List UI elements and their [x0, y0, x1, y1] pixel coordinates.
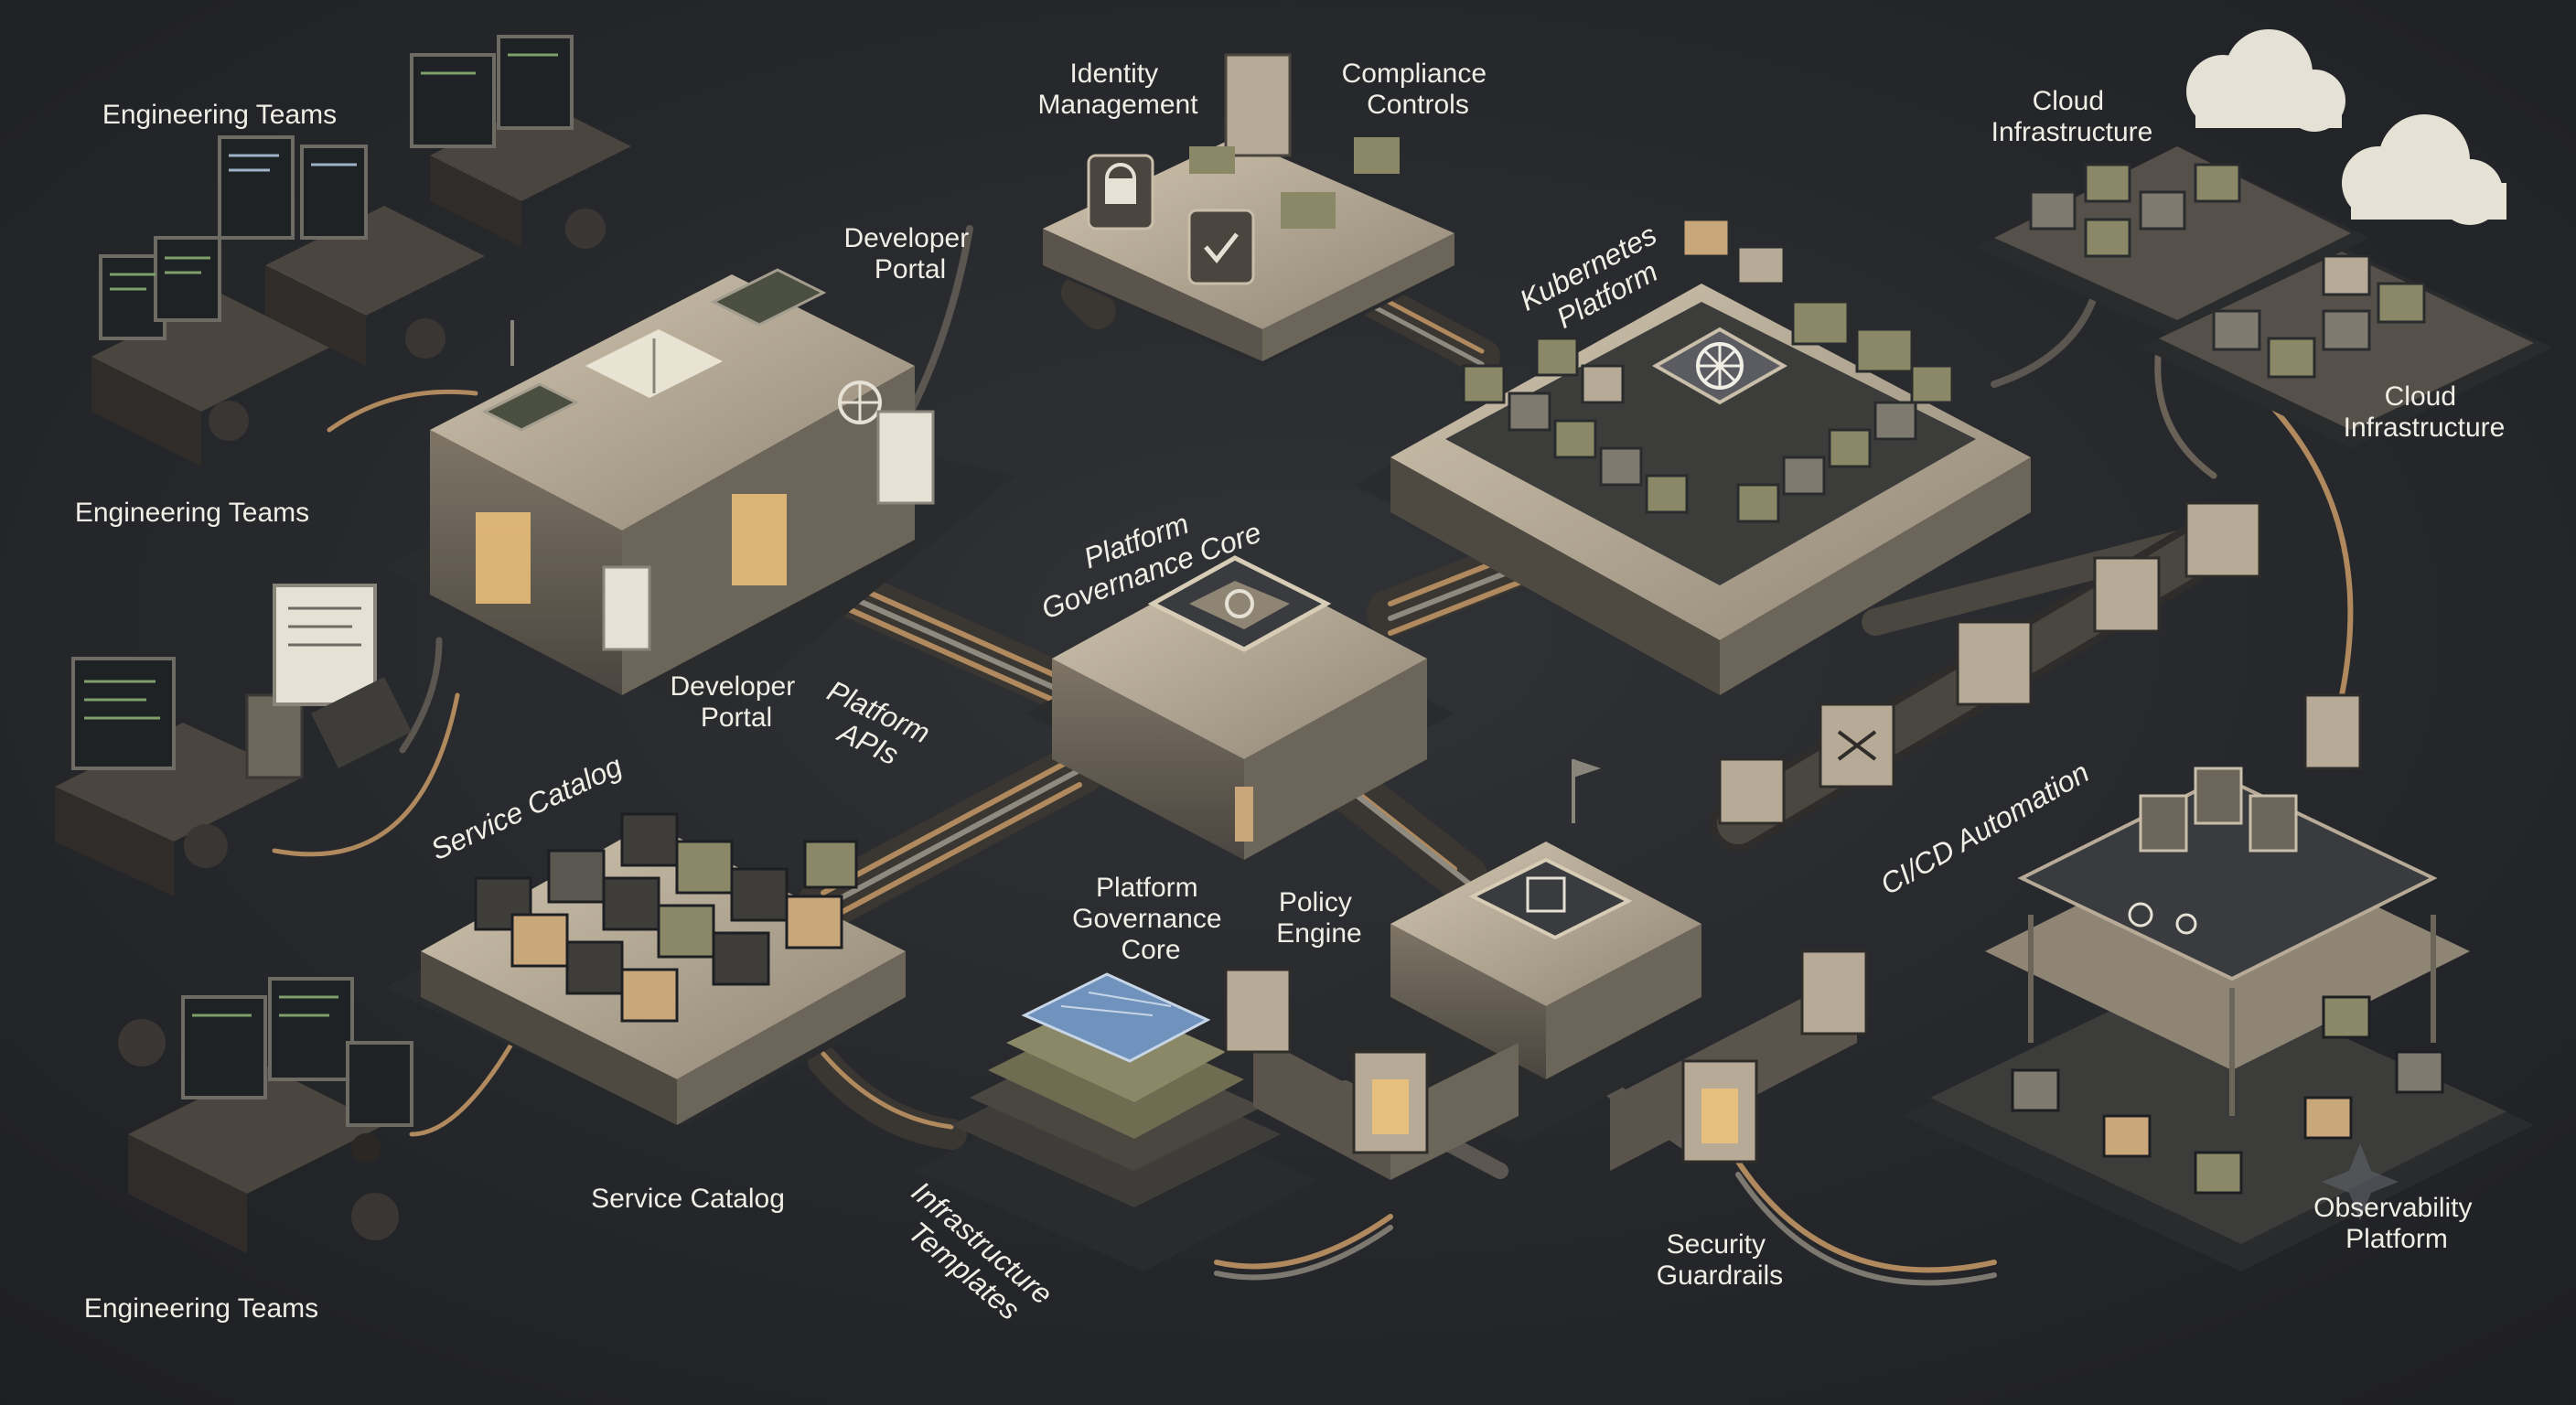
document-page	[878, 412, 933, 503]
pipeline-stage	[1958, 622, 2031, 704]
office-chair-icon	[209, 401, 249, 441]
office-chair-icon	[118, 1019, 166, 1067]
label-engineering-teams-bottom: Engineering Teams	[84, 1293, 318, 1324]
glowing-doorway	[476, 512, 531, 604]
monitor-screen	[2141, 796, 2186, 851]
office-chair-icon	[351, 1193, 399, 1240]
guard-tower	[1226, 970, 1290, 1052]
monitor-screen	[2250, 796, 2296, 851]
glowing-doorway	[732, 494, 787, 585]
office-chair-icon	[184, 824, 228, 868]
pipeline-stage	[2095, 558, 2159, 631]
office-chair-icon	[565, 209, 606, 249]
server-stack	[1226, 55, 1290, 156]
label-engineering-teams-mid: Engineering Teams	[75, 498, 309, 528]
guard-tower	[1802, 951, 1866, 1034]
document-page	[604, 567, 649, 649]
server-stack	[2305, 695, 2360, 768]
monitor-screen	[2195, 768, 2241, 823]
label-security-guardrails: Security Guardrails	[1657, 1229, 1783, 1291]
label-service-catalog: Service Catalog	[591, 1184, 785, 1214]
office-chair-icon	[405, 318, 445, 359]
label-engineering-teams-top: Engineering Teams	[102, 100, 337, 130]
pipeline-stage	[2186, 503, 2259, 576]
label-policy-engine: Policy Engine	[1276, 887, 1361, 949]
engineer-figure-icon	[351, 1133, 381, 1163]
checkmark-shield-icon	[1189, 210, 1253, 284]
